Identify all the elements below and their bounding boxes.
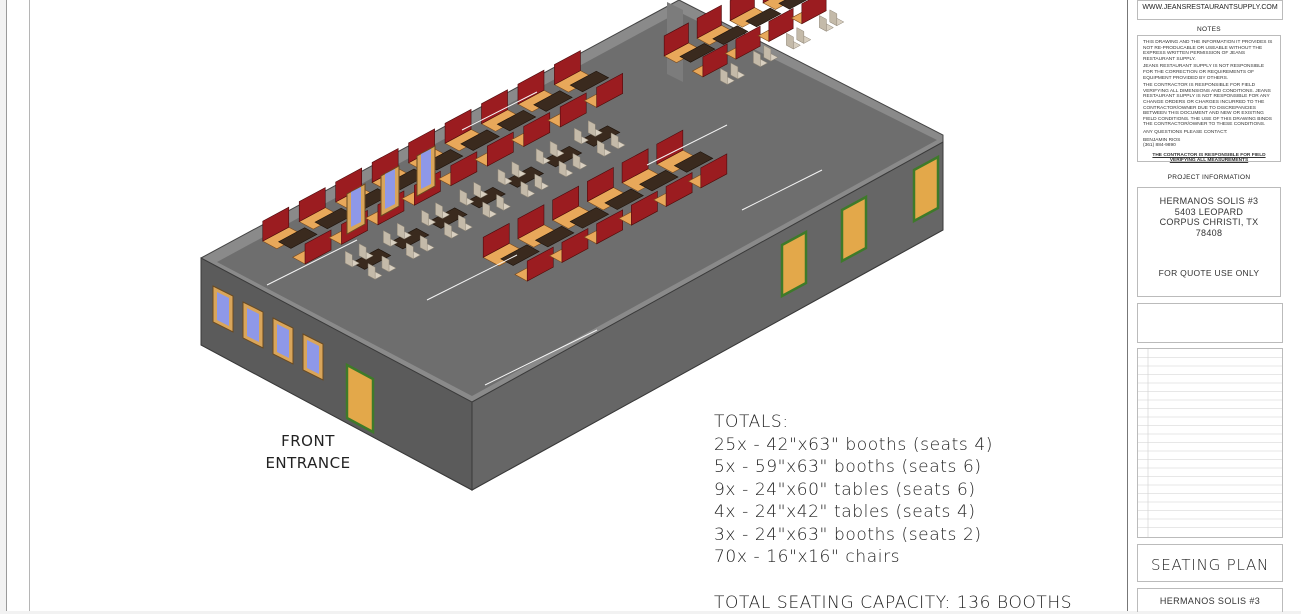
window-glass [247,308,259,342]
chair-back [819,15,826,31]
notes-contact-phone: (361) 884-9890 [1143,143,1275,149]
totals-line: 70x - 16"x16" chairs [714,546,1114,569]
company-url: WWW.JEANSRESTAURANTSUPPLY.COM [1137,0,1283,20]
entrance-label-line2: ENTRANCE [253,452,363,474]
notes-title: NOTES [1137,26,1281,33]
totals-line: 9x - 24"x60" tables (seats 6) [714,479,1114,502]
sheet-title: SEATING PLAN [1137,544,1283,582]
notes-paragraph: ANY QUESTIONS PLEASE CONTACT: [1143,130,1275,136]
front-entrance-label: FRONT ENTRANCE [253,430,363,474]
revision-table [1137,348,1283,538]
project-address: 5403 LEOPARD [1138,207,1280,218]
notes-emphasis: THE CONTRACTOR IS RESPONSIBLE FOR FIELD … [1143,153,1275,164]
sheet-subtitle: HERMANOS SOLIS #3 [1137,588,1283,612]
entrance-label-line1: FRONT [253,430,363,452]
totals-heading: TOTALS: [714,411,1114,434]
notes-box: THIS DRAWING AND THE INFORMATION IT PROV… [1137,35,1281,162]
notes-paragraph: THIS DRAWING AND THE INFORMATION IT PROV… [1143,40,1275,62]
window-glass [217,292,229,326]
notes-paragraph: JEANS RESTAURANT SUPPLY IS NOT RESPONSIB… [1143,64,1275,81]
title-block: WWW.JEANSRESTAURANTSUPPLY.COM NOTES THIS… [1127,0,1298,611]
project-info-title: PROJECT INFORMATION [1137,174,1281,181]
notes-paragraph: THE CONTRACTOR IS RESPONSIBLE FOR FIELD … [1143,83,1275,128]
project-info-box: HERMANOS SOLIS #3 5403 LEOPARD CORPUS CH… [1137,187,1281,297]
window-glass [307,340,319,374]
totals-line: 4x - 24"x42" tables (seats 4) [714,501,1114,524]
window-glass [385,169,395,209]
blank-box [1137,303,1283,343]
totals-line: 3x - 24"x63" booths (seats 2) [714,524,1114,547]
project-city: CORPUS CHRISTI, TX [1138,217,1280,228]
drawing-sheet: FRONT ENTRANCE TOTALS: 25x - 42"x63" boo… [6,0,1301,611]
project-name: HERMANOS SOLIS #3 [1138,196,1280,207]
totals-line: 5x - 59"x63" booths (seats 6) [714,456,1114,479]
chair-back [830,10,837,26]
revision-grid [1138,349,1282,537]
chair-back [797,28,804,44]
window-glass [421,149,431,189]
window-glass [277,324,289,358]
window-glass [351,187,361,227]
totals-line: 25x - 42"x63" booths (seats 4) [714,434,1114,457]
project-zip: 78408 [1138,228,1280,239]
totals-block: TOTALS: 25x - 42"x63" booths (seats 4) 5… [714,411,1114,614]
chair-back [786,33,793,49]
quote-note: FOR QUOTE USE ONLY [1138,268,1280,279]
